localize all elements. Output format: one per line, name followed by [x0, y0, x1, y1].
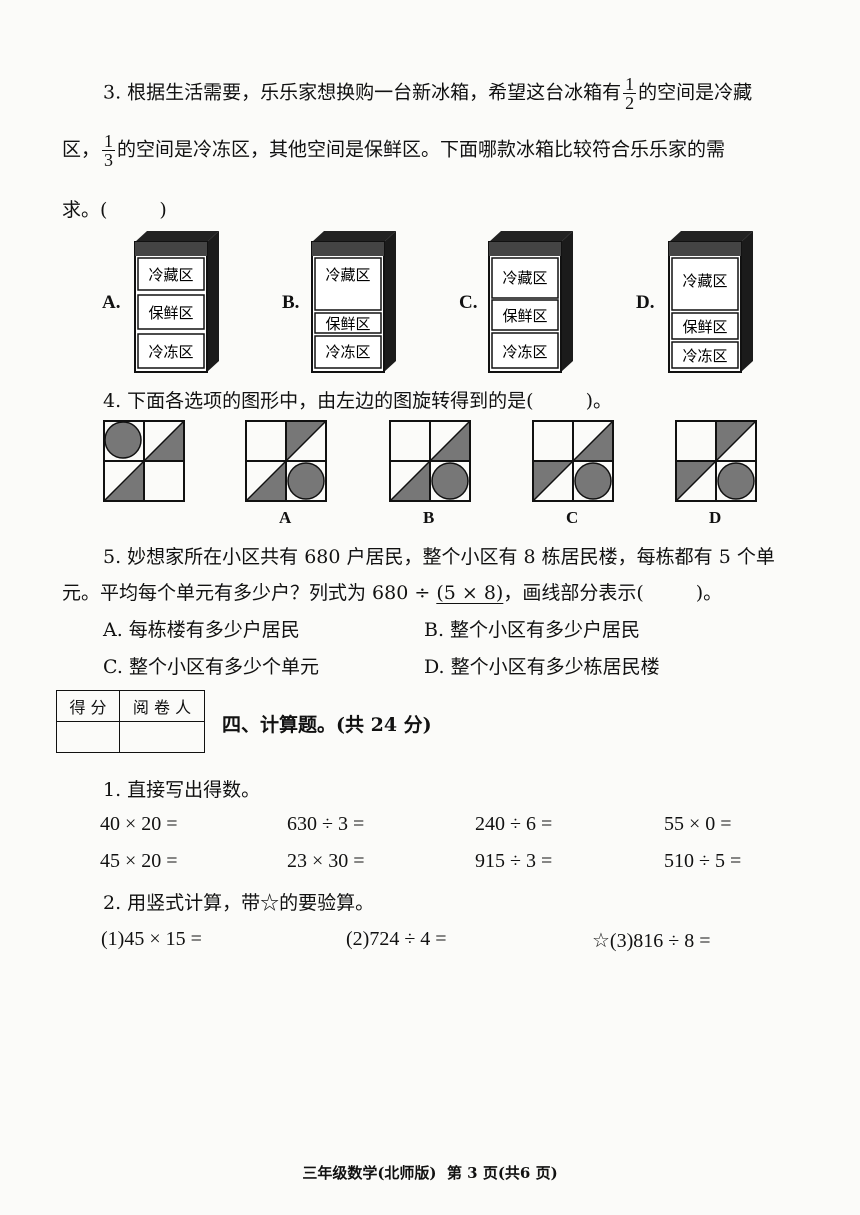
q5-text-c: ，画线部分表示(: [503, 582, 644, 604]
q5-option-b: B. 整个小区有多少户居民: [424, 619, 641, 641]
option-c-label: C.: [459, 292, 478, 313]
rotation-option-d[interactable]: [674, 420, 758, 506]
fridge-a-top-label: 冷藏区: [148, 266, 193, 284]
section-title: 四、计算题。(共 24 分): [222, 714, 432, 736]
fridge-c: 冷藏区 保鲜区 冷冻区: [487, 230, 577, 379]
q3-text-part6: ): [159, 199, 167, 221]
calc-q1-title: 1. 直接写出得数。: [103, 779, 261, 801]
q3-text-part2: 的空间是冷藏: [638, 81, 753, 104]
oral-calc-item: 55 × 0 =: [664, 813, 732, 835]
q5-option-c: C. 整个小区有多少个单元: [103, 656, 319, 678]
score-cell[interactable]: [56, 721, 120, 753]
fridge-c-bottom-label: 冷冻区: [502, 343, 547, 361]
option-d-label: D.: [636, 292, 655, 313]
fridge-d-top-label: 冷藏区: [682, 272, 727, 290]
fridge-b-bottom-label: 冷冻区: [325, 343, 370, 361]
fridge-d-bottom-label: 冷冻区: [682, 347, 727, 365]
fridge-a-bottom-label: 冷冻区: [148, 343, 193, 361]
fridge-d: 冷藏区 保鲜区 冷冻区: [667, 230, 757, 379]
score-label: 得 分: [56, 690, 120, 722]
q5-text-a: 元。平均每个单元有多少户？列式为 680 ÷: [62, 582, 437, 604]
option-b-label: B.: [282, 292, 300, 313]
fridge-c-mid-label: 保鲜区: [502, 307, 547, 325]
rotation-option-d-label: D: [709, 508, 722, 527]
rotation-option-a[interactable]: [244, 420, 328, 506]
q5-text-d: )。: [695, 582, 723, 604]
q3-text-part1: 3. 根据生活需要，乐乐家想换购一台新冰箱，希望这台冰箱有: [103, 81, 622, 104]
fridge-b: 冷藏区 保鲜区 冷冻区: [310, 230, 400, 379]
fridge-b-mid-label: 保鲜区: [325, 315, 370, 333]
oral-calc-item: 23 × 30 =: [287, 850, 365, 872]
vertical-calc-item-1: (1)45 × 15 =: [101, 928, 202, 950]
q5-option-a: A. 每栋楼有多少户居民: [103, 619, 300, 641]
q5-option-d: D. 整个小区有多少栋居民楼: [424, 656, 660, 678]
rotation-option-b[interactable]: [388, 420, 472, 506]
vertical-calc-item-2: (2)724 ÷ 4 =: [346, 928, 447, 950]
reviewer-label: 阅 卷 人: [119, 690, 205, 722]
q4-line: 4. 下面各选项的图形中，由左边的图旋转得到的是( )。: [103, 386, 612, 413]
option-a-label: A.: [102, 292, 121, 313]
q3-line3: 求。(): [62, 195, 167, 222]
q5-underlined-expression: (5 × 8): [436, 582, 504, 604]
reviewer-cell[interactable]: [119, 721, 205, 753]
oral-calc-item: 630 ÷ 3 =: [287, 813, 365, 835]
oral-calc-item: 40 × 20 =: [100, 813, 178, 835]
rotation-reference-figure: [102, 420, 186, 506]
fridge-d-mid-label: 保鲜区: [682, 318, 727, 336]
q3-text-part5: 求。(: [62, 199, 108, 221]
calc-q2-title: 2. 用竖式计算，带☆的要验算。: [103, 892, 375, 914]
fridge-c-top-label: 冷藏区: [502, 269, 547, 287]
q4-text: 4. 下面各选项的图形中，由左边的图旋转得到的是(: [103, 390, 534, 412]
score-table: 得 分 阅 卷 人: [56, 690, 205, 753]
fridge-b-top-label: 冷藏区: [325, 266, 370, 284]
fridge-a-mid-label: 保鲜区: [148, 304, 193, 322]
rotation-option-c-label: C: [566, 508, 579, 527]
oral-calc-item: 510 ÷ 5 =: [664, 850, 742, 872]
q3-text-part3: 区，: [62, 138, 101, 161]
q4-close: )。: [585, 390, 613, 412]
rotation-option-b-label: B: [423, 508, 435, 527]
oral-calc-item: 45 × 20 =: [100, 850, 178, 872]
rotation-option-a-label: A: [279, 508, 292, 527]
q5-line1: 5. 妙想家所在小区共有 680 户居民，整个小区有 8 栋居民楼，每栋都有 5…: [103, 546, 775, 568]
rotation-option-c[interactable]: [531, 420, 615, 506]
fridge-a: 冷藏区 保鲜区 冷冻区: [133, 230, 223, 379]
vertical-calc-item-3: ☆(3)816 ÷ 8 =: [592, 930, 711, 952]
q3-text-part4: 的空间是冷冻区，其他空间是保鲜区。下面哪款冰箱比较符合乐乐家的需: [117, 138, 726, 161]
oral-calc-item: 915 ÷ 3 =: [475, 850, 553, 872]
page-footer: 三年级数学(北师版) 第 3 页(共6 页): [302, 1164, 558, 1182]
oral-calc-item: 240 ÷ 6 =: [475, 813, 553, 835]
q5-line2: 元。平均每个单元有多少户？列式为 680 ÷ (5 × 8)，画线部分表示( )。: [62, 578, 722, 605]
